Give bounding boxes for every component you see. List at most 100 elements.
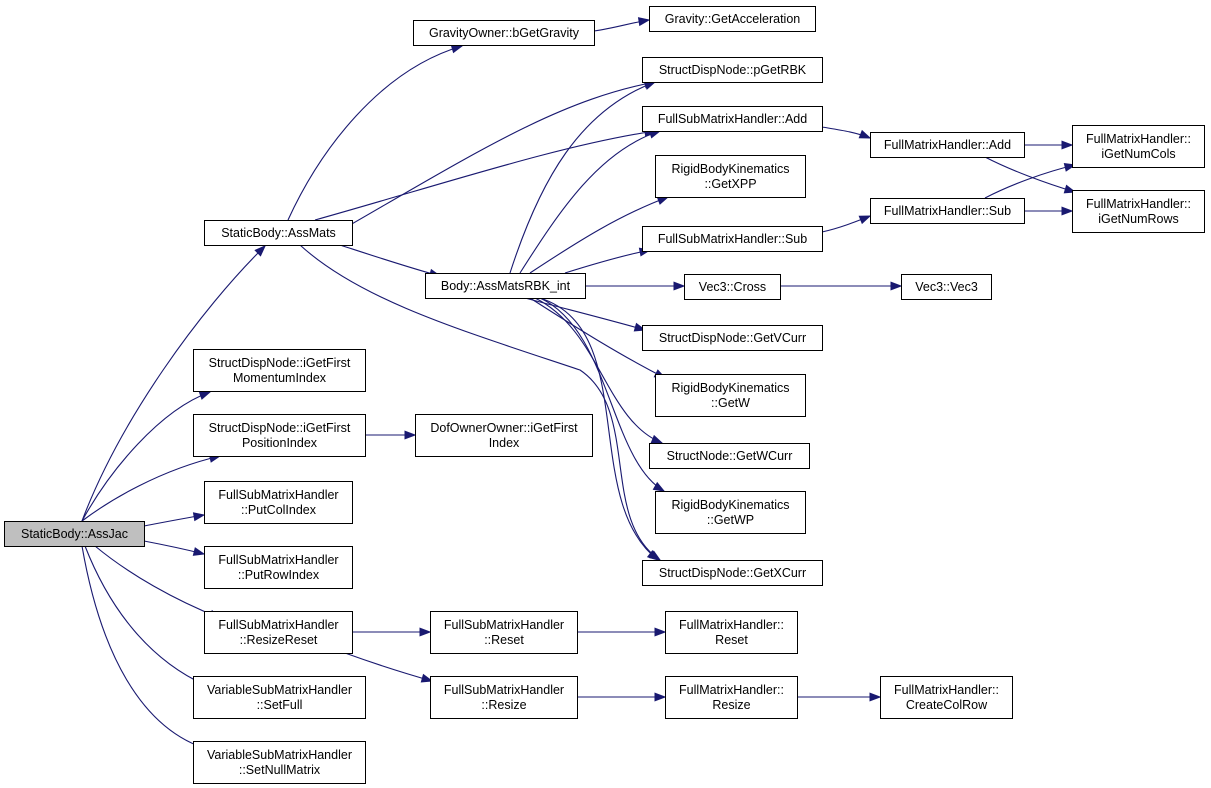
edge-n0-n5 <box>143 540 206 556</box>
node-gravity-getacceleration[interactable]: Gravity::GetAcceleration <box>649 6 816 32</box>
node-fullsubmatrixhandler-reset[interactable]: FullSubMatrixHandler::Reset <box>430 611 578 654</box>
node-box <box>1072 125 1205 168</box>
node-label: ::GetWP <box>707 513 754 527</box>
node-fullsubmatrixhandler-putrowindex[interactable]: FullSubMatrixHandler::PutRowIndex <box>204 546 353 589</box>
arrowhead <box>192 512 206 522</box>
node-structdispnode-pgetrbk[interactable]: StructDispNode::pGetRBK <box>642 57 823 83</box>
edge-line <box>984 164 1076 199</box>
node-box <box>870 132 1025 158</box>
node-staticbody-assjac[interactable]: StaticBody::AssJac <box>4 521 145 547</box>
edge-line <box>81 245 266 522</box>
node-label: StructNode::GetWCurr <box>667 449 793 463</box>
node-label: FullSubMatrixHandler <box>218 488 338 502</box>
node-rigidbodykinematics-getxpp[interactable]: RigidBodyKinematics::GetXPP <box>655 155 806 198</box>
node-label: FullMatrixHandler::Sub <box>884 204 1011 218</box>
node-gravityowner-bgetgravity[interactable]: GravityOwner::bGetGravity <box>413 20 595 46</box>
node-structnode-getwcurr[interactable]: StructNode::GetWCurr <box>649 443 810 469</box>
node-label: iGetNumRows <box>1098 212 1179 226</box>
node-label: ::GetW <box>711 396 750 410</box>
node-box <box>193 676 366 719</box>
node-label: MomentumIndex <box>233 371 327 385</box>
edge-line <box>94 545 221 619</box>
node-vec3-vec3[interactable]: Vec3::Vec3 <box>901 274 992 300</box>
node-vec3-cross[interactable]: Vec3::Cross <box>684 274 781 300</box>
edge-line <box>509 81 656 274</box>
node-fullsubmatrixhandler-add[interactable]: FullSubMatrixHandler::Add <box>642 106 823 132</box>
node-box <box>204 481 353 524</box>
edge-n13-n14 <box>1024 140 1074 150</box>
node-label: PositionIndex <box>242 436 318 450</box>
node-fullmatrixhandler-sub[interactable]: FullMatrixHandler::Sub <box>870 198 1025 224</box>
node-label: FullSubMatrixHandler <box>218 553 338 567</box>
node-box <box>880 676 1013 719</box>
node-body-assmatsrbk-int[interactable]: Body::AssMatsRBK_int <box>425 273 586 299</box>
node-label: StructDispNode::iGetFirst <box>209 421 351 435</box>
edge-line <box>314 130 656 221</box>
node-fullmatrixhandler-igetnumrows[interactable]: FullMatrixHandler::iGetNumRows <box>1072 190 1205 233</box>
node-label: Gravity::GetAcceleration <box>665 12 801 26</box>
node-fullsubmatrixhandler-resizereset[interactable]: FullSubMatrixHandler::ResizeReset <box>204 611 353 654</box>
node-box <box>204 220 353 246</box>
node-fullmatrixhandler-reset[interactable]: FullMatrixHandler::Reset <box>665 611 798 654</box>
node-fullmatrixhandler-createcolrow[interactable]: FullMatrixHandler::CreateColRow <box>880 676 1013 719</box>
edge-n0-n4 <box>143 512 206 527</box>
node-label: GravityOwner::bGetGravity <box>429 26 580 40</box>
node-variablesubmatrixhandler-setfull[interactable]: VariableSubMatrixHandler::SetFull <box>193 676 366 719</box>
node-label: FullMatrixHandler:: <box>1086 197 1191 211</box>
node-label: FullSubMatrixHandler <box>444 618 564 632</box>
edge-n1-n12 <box>314 128 657 221</box>
arrowhead <box>650 434 664 444</box>
node-label: ::ResizeReset <box>240 633 318 647</box>
node-fullsubmatrixhandler-sub[interactable]: FullSubMatrixHandler::Sub <box>642 226 823 252</box>
edge-line <box>534 297 663 444</box>
edge-n9-n10 <box>593 17 651 32</box>
node-fullmatrixhandler-resize[interactable]: FullMatrixHandler::Resize <box>665 676 798 719</box>
node-box <box>4 521 145 547</box>
edge-n29-n31 <box>576 692 667 702</box>
node-label: Vec3::Vec3 <box>915 280 978 294</box>
node-variablesubmatrixhandler-setnullmatrix[interactable]: VariableSubMatrixHandler::SetNullMatrix <box>193 741 366 784</box>
edge-line <box>564 249 651 274</box>
edge-line <box>529 196 669 274</box>
node-label: StaticBody::AssMats <box>221 226 336 240</box>
edge-n19-n26 <box>539 297 660 561</box>
node-box <box>649 443 810 469</box>
node-rigidbodykinematics-getwp[interactable]: RigidBodyKinematics::GetWP <box>655 491 806 534</box>
node-box <box>1072 190 1205 233</box>
node-box <box>665 611 798 654</box>
edge-line <box>524 297 646 331</box>
node-box <box>204 611 353 654</box>
edge-line <box>287 45 463 221</box>
node-box <box>665 676 798 719</box>
node-label: FullMatrixHandler:: <box>679 683 784 697</box>
edge-line <box>81 455 221 522</box>
node-fullmatrixhandler-igetnumcols[interactable]: FullMatrixHandler::iGetNumCols <box>1072 125 1205 168</box>
edge-n19-n17 <box>564 247 652 274</box>
edge-n0-n8 <box>81 545 212 752</box>
node-box <box>642 560 823 586</box>
edge-line <box>984 156 1076 193</box>
node-box <box>642 106 823 132</box>
edge-line <box>81 545 211 751</box>
edge-n17-n18 <box>821 215 872 233</box>
edge-n20-n21 <box>779 281 903 291</box>
node-label: DofOwnerOwner::iGetFirst <box>430 421 578 435</box>
node-staticbody-assmats[interactable]: StaticBody::AssMats <box>204 220 353 246</box>
arrowhead <box>1061 206 1074 216</box>
node-rigidbodykinematics-getw[interactable]: RigidBodyKinematics::GetW <box>655 374 806 417</box>
edge-n18-n15 <box>1023 206 1074 216</box>
node-fullmatrixhandler-add[interactable]: FullMatrixHandler::Add <box>870 132 1025 158</box>
node-box <box>415 414 593 457</box>
node-label: ::GetXPP <box>704 177 756 191</box>
node-fullsubmatrixhandler-putcolindex[interactable]: FullSubMatrixHandler::PutColIndex <box>204 481 353 524</box>
edge-n28-n30 <box>576 627 667 637</box>
node-structdispnode-getxcurr[interactable]: StructDispNode::GetXCurr <box>642 560 823 586</box>
node-fullsubmatrixhandler-resize[interactable]: FullSubMatrixHandler::Resize <box>430 676 578 719</box>
node-label: FullSubMatrixHandler::Sub <box>658 232 807 246</box>
node-label: RigidBodyKinematics <box>671 498 789 512</box>
node-structdispnode-getvcurr[interactable]: StructDispNode::GetVCurr <box>642 325 823 351</box>
